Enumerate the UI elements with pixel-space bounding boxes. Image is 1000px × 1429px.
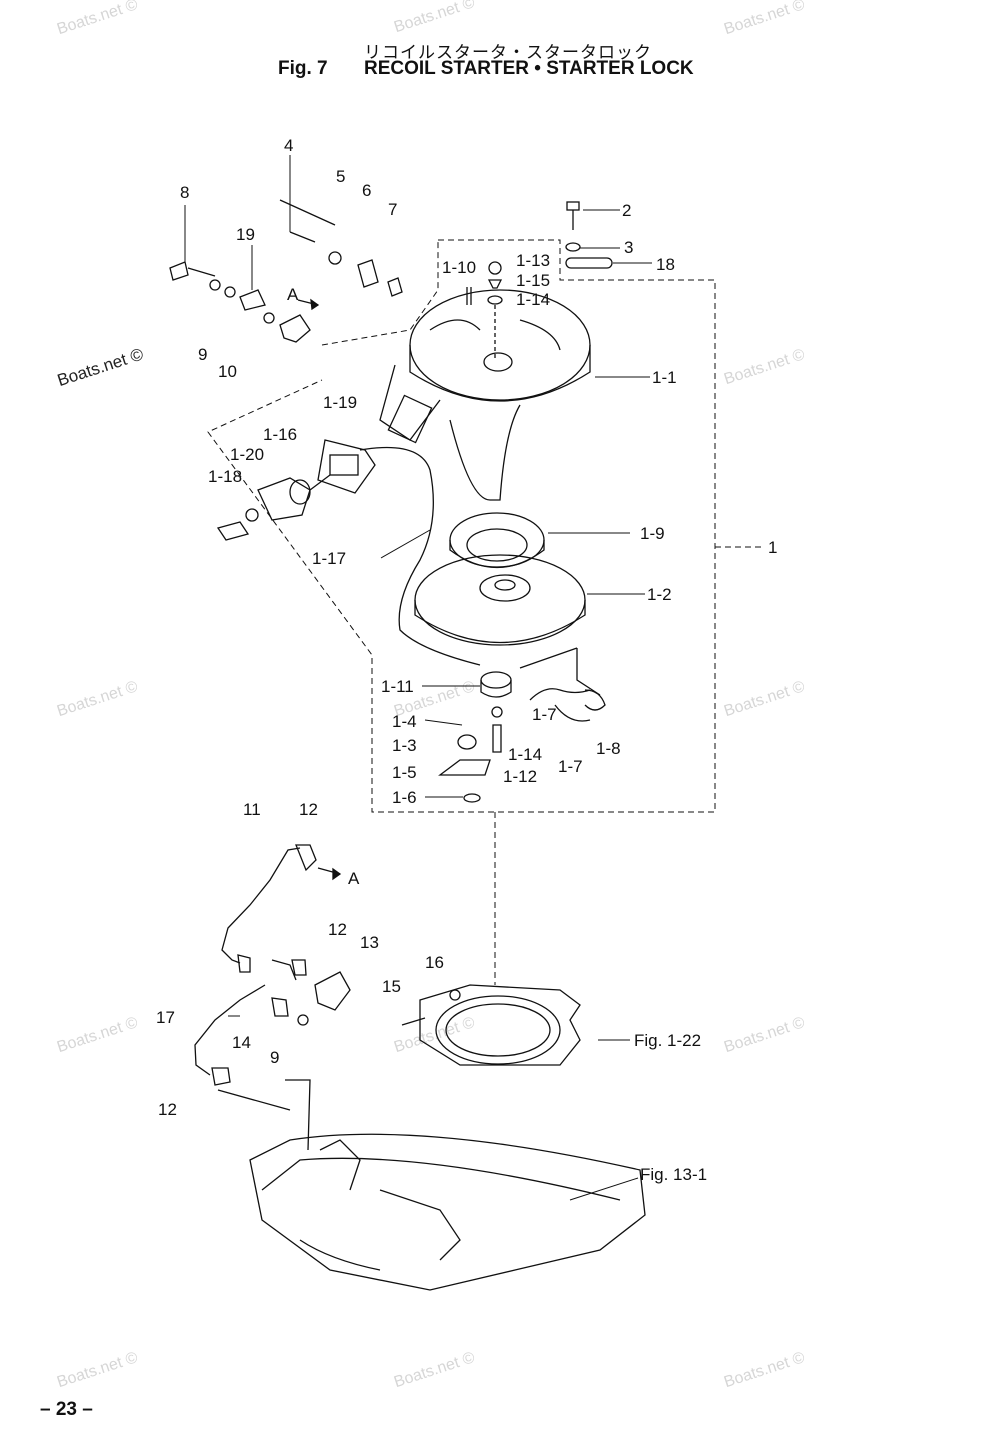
callout-1-19: 1-19 (323, 393, 357, 412)
callout-1-3: 1-3 (392, 736, 417, 755)
callout-18: 18 (656, 255, 675, 274)
starter-housing-1-1 (379, 289, 591, 501)
callout-1-2: 1-2 (647, 585, 672, 604)
starter-lock-parts (169, 199, 403, 343)
callout-9a: 9 (198, 345, 207, 364)
reference-a-bottom: A (348, 869, 360, 888)
callout-12a: 12 (299, 800, 318, 819)
callout-6: 6 (362, 181, 371, 200)
callout-1: 1 (768, 538, 777, 557)
figure-number: Fig. 7 (278, 58, 328, 79)
reference-fig-13-1: Fig. 13-1 (640, 1165, 707, 1184)
callout-7: 7 (388, 200, 397, 219)
callout-1-9: 1-9 (640, 524, 665, 543)
callout-1-15: 1-15 (516, 271, 550, 290)
callout-1-13: 1-13 (516, 251, 550, 270)
callout-1-12: 1-12 (503, 767, 537, 786)
figure-title: RECOIL STARTER • STARTER LOCK (364, 58, 694, 79)
starter-rope-1-17 (359, 446, 481, 666)
callout-1-20: 1-20 (230, 445, 264, 464)
top-fasteners (466, 201, 613, 360)
rope-handle-group (216, 439, 376, 541)
callout-1-6: 1-6 (392, 788, 417, 807)
title-japanese: リコイルスタータ・スタータロック (364, 43, 652, 63)
reel-1-2 (414, 554, 586, 646)
reference-fig-1-22: Fig. 1-22 (634, 1031, 701, 1050)
callout-1-7a: 1-7 (532, 705, 557, 724)
callout-1-14a: 1-14 (516, 290, 550, 309)
callout-1-14b: 1-14 (508, 745, 542, 764)
leader-lines (184, 155, 652, 1201)
callout-1-17: 1-17 (312, 549, 346, 568)
reference-a-top: A (287, 285, 299, 304)
pulley-1-9 (449, 512, 545, 569)
callout-12b: 12 (328, 920, 347, 939)
callout-19: 19 (236, 225, 255, 244)
callout-1-18: 1-18 (208, 467, 242, 486)
lower-cowling (249, 1079, 646, 1291)
callout-1-7b: 1-7 (558, 757, 583, 776)
callout-1-4: 1-4 (392, 712, 417, 731)
lock-linkage (194, 844, 351, 1111)
callout-4: 4 (284, 136, 293, 155)
callout-14: 14 (232, 1033, 251, 1052)
page-number: – 23 – (40, 1399, 93, 1420)
callout-1-5: 1-5 (392, 763, 417, 782)
callout-11: 11 (243, 800, 261, 819)
callout-2: 2 (622, 201, 631, 220)
callout-1-8: 1-8 (596, 739, 621, 758)
callout-10: 10 (218, 362, 237, 381)
assembly-boundary (207, 239, 765, 985)
lower-starter-parts (438, 647, 606, 803)
callout-16: 16 (425, 953, 444, 972)
callout-17: 17 (156, 1008, 175, 1027)
callout-5: 5 (336, 167, 345, 186)
callout-13: 13 (360, 933, 379, 952)
callout-8: 8 (180, 183, 189, 202)
callout-1-11: 1-11 (381, 677, 414, 696)
callout-1-1: 1-1 (652, 368, 677, 387)
callout-15: 15 (382, 977, 401, 996)
callout-1-10: 1-10 (442, 258, 476, 277)
callout-9b: 9 (270, 1048, 279, 1067)
callout-1-16: 1-16 (263, 425, 297, 444)
callout-12c: 12 (158, 1100, 177, 1119)
callout-3: 3 (624, 238, 633, 257)
adapter-ring (401, 984, 581, 1066)
